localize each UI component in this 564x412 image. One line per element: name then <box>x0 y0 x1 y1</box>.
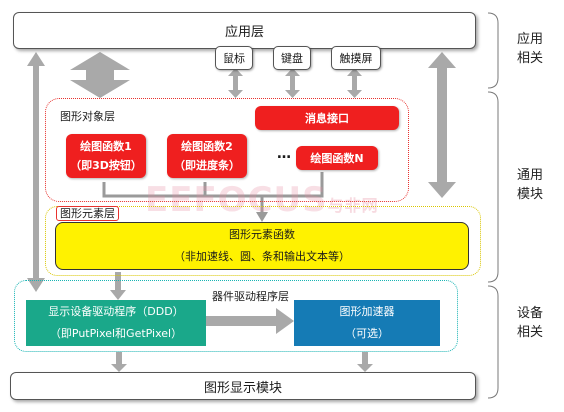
graphic-object-layer-group <box>45 98 409 202</box>
side-brackets <box>487 12 499 399</box>
func-connectors <box>102 172 324 214</box>
draw-func-n-box: 绘图函数N <box>296 146 378 170</box>
to-display-arrows <box>111 352 373 372</box>
display-module-box: 图形显示模块 <box>10 372 476 400</box>
accelerator-sub: （可选） <box>345 327 389 340</box>
touchscreen-box: 触摸屏 <box>331 46 381 70</box>
app-layer-label: 应用层 <box>224 25 264 40</box>
side-label-common: 通用 模块 <box>510 166 550 204</box>
mouse-box: 鼠标 <box>215 46 253 70</box>
right-double-arrow <box>428 52 456 198</box>
ellipsis: … <box>277 146 291 162</box>
display-device-driver-box: 显示设备驱动程序（DDD） （即PutPixel和GetPixel） <box>26 300 206 346</box>
graphic-primitive-layer-group <box>45 206 481 276</box>
graphics-accelerator-box: 图形加速器 （可选） <box>294 300 440 346</box>
device-driver-layer-label: 器件驱动程序层 <box>212 290 289 303</box>
side-label-device-line1: 设备 <box>516 306 543 321</box>
side-label-common-line2: 模块 <box>516 187 543 202</box>
device-driver-layer-group <box>14 280 458 352</box>
draw-func-2-box: 绘图函数2 （即进度条） <box>167 134 247 178</box>
side-label-app: 应用 相关 <box>510 30 550 68</box>
graphic-object-layer-label: 图形对象层 <box>60 110 115 123</box>
accelerator-title: 图形加速器 <box>339 305 395 318</box>
message-interface-box: 消息接口 <box>255 106 399 130</box>
side-label-app-line2: 相关 <box>516 51 543 66</box>
side-label-device: 设备 相关 <box>510 304 550 342</box>
draw-func-2-title: 绘图函数2 <box>181 140 233 153</box>
message-interface-label: 消息接口 <box>305 112 349 125</box>
watermark: EEFOCUS与非网 <box>145 180 379 220</box>
draw-func-n-title: 绘图函数N <box>310 152 364 165</box>
connector-arrowhead <box>256 212 268 222</box>
input-arrows <box>228 68 362 98</box>
app-to-object-arrow <box>70 52 130 98</box>
ddd-title: 显示设备驱动程序（DDD） <box>48 305 184 318</box>
primitive-function-sub: （非加速线、圆、条和输出文本等） <box>174 250 350 263</box>
keyboard-box: 键盘 <box>273 46 311 70</box>
app-layer-box: 应用层 <box>13 12 476 49</box>
display-module-label: 图形显示模块 <box>203 380 282 396</box>
primitive-to-ddd-arrow <box>110 272 126 300</box>
left-double-arrow <box>27 52 45 292</box>
draw-func-1-sub: （即3D按钮） <box>70 159 142 172</box>
side-label-common-line1: 通用 <box>516 168 543 183</box>
side-label-app-line1: 应用 <box>516 32 543 47</box>
touchscreen-label: 触摸屏 <box>339 52 373 65</box>
ddd-sub: （即PutPixel和GetPixel） <box>49 327 183 340</box>
draw-func-1-title: 绘图函数1 <box>80 140 132 153</box>
mouse-label: 鼠标 <box>223 52 245 65</box>
primitive-function-box: 图形元素函数 （非加速线、圆、条和输出文本等） <box>55 222 469 270</box>
ddd-to-accel-arrow <box>206 308 294 334</box>
primitive-function-title: 图形元素函数 <box>229 228 295 241</box>
draw-func-1-box: 绘图函数1 （即3D按钮） <box>66 134 146 178</box>
side-label-device-line2: 相关 <box>516 325 543 340</box>
draw-func-2-sub: （即进度条） <box>174 159 240 172</box>
keyboard-label: 键盘 <box>281 52 303 65</box>
graphic-primitive-layer-label: 图形元素层 <box>56 206 119 221</box>
